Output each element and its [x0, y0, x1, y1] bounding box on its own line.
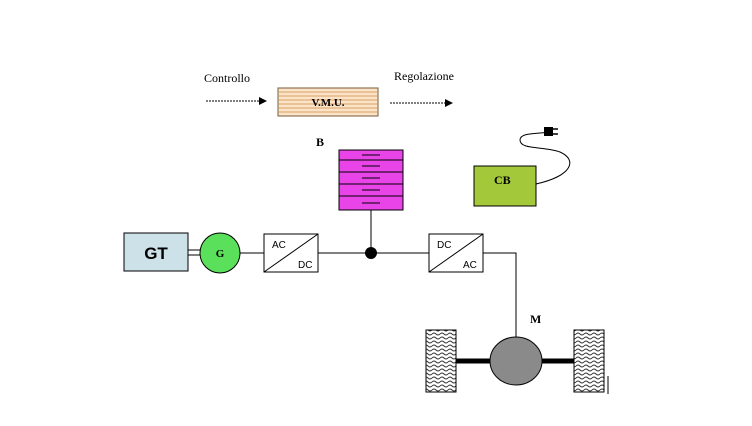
inverter-out-label: AC — [463, 260, 477, 271]
electric-motor — [489, 336, 543, 386]
tire-tread-icon — [425, 329, 457, 393]
vmu-label: V.M.U. — [311, 97, 344, 109]
control-label: Controllo — [204, 71, 250, 85]
rectifier-block: AC DC — [263, 233, 319, 273]
vmu-block: V.M.U. — [277, 87, 379, 117]
motor-label: M — [530, 312, 541, 326]
regulation-label: Regolazione — [394, 69, 454, 83]
turbine-label: GT — [144, 244, 168, 263]
inverter-block: DC AC — [428, 233, 484, 273]
rectifier-in-label: AC — [272, 240, 286, 251]
power-plug-icon — [544, 127, 558, 136]
bus-node — [365, 247, 377, 259]
charger-label: CB — [494, 173, 511, 187]
generator: G — [199, 232, 241, 274]
tire-tread-icon — [573, 329, 605, 393]
charger-cable — [519, 131, 571, 185]
inverter-in-label: DC — [437, 240, 451, 251]
rectifier-out-label: DC — [298, 260, 312, 271]
charger-block: CB — [473, 165, 537, 207]
motor-feed-line — [483, 252, 517, 337]
battery-pack — [338, 149, 404, 211]
generator-label: G — [216, 248, 225, 260]
gas-turbine-block: GT — [123, 232, 189, 272]
battery-label: B — [316, 135, 324, 149]
